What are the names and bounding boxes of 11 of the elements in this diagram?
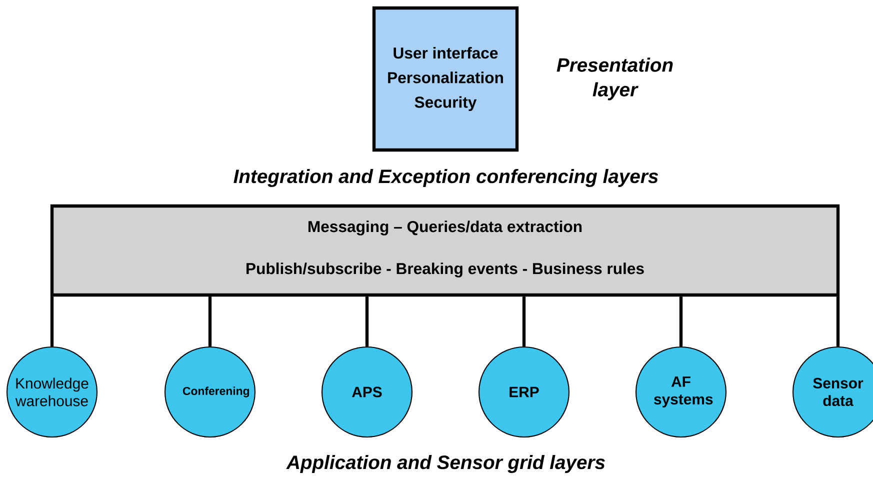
connector-line <box>679 296 683 346</box>
connector-line <box>365 296 369 346</box>
connector-line <box>522 296 526 346</box>
layer-title: Integration and Exception conferencing layers <box>234 169 658 187</box>
presentation-box: User interface Personalization Security <box>372 6 519 152</box>
connector-line <box>50 296 54 346</box>
layer-title: Presentation layer <box>556 58 673 100</box>
layer-title: Application and Sensor grid layers <box>286 455 605 473</box>
connector-line <box>836 296 840 346</box>
connector-line <box>208 296 212 346</box>
integration-band: Messaging – Queries/data extraction Publish/subscribe - Breaking events - Business rules <box>50 204 840 297</box>
